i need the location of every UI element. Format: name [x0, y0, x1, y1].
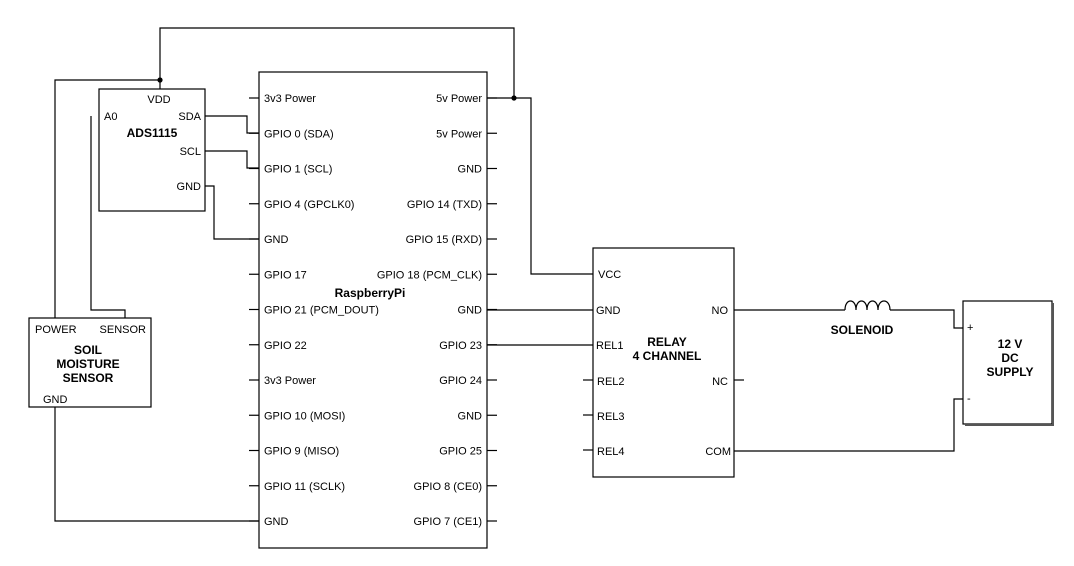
solenoid-block: SOLENOID	[831, 300, 894, 337]
relay-no-label: NO	[712, 305, 729, 317]
pi-right-pin-label: GPIO 18 (PCM_CLK)	[377, 269, 482, 281]
wire-sda	[205, 115, 259, 134]
sensor-title-line-1: SOIL	[74, 343, 102, 357]
ads-a0-label: A0	[104, 111, 117, 123]
relay-gnd-label: GND	[596, 305, 621, 317]
wire-ads-gnd	[205, 185, 259, 240]
ads1115-block: VDD A0 SDA ADS1115 SCL GND	[98, 88, 206, 212]
ads-vdd-label: VDD	[147, 94, 170, 106]
pi-right-pin-label: GPIO 7 (CE1)	[414, 516, 482, 528]
pi-right-pin-label: GND	[458, 164, 483, 176]
supply-title-line-1: 12 V	[998, 337, 1023, 351]
relay-rel3-label: REL3	[597, 411, 625, 423]
pi-right-pin-label: GPIO 23	[439, 340, 482, 352]
wire-solenoid-supply-plus	[890, 309, 963, 329]
supply-minus-label: -	[967, 393, 971, 405]
raspberry-pi-title: RaspberryPi	[335, 286, 406, 300]
ads1115-box	[98, 88, 206, 212]
pi-right-pin-label: GPIO 14 (TXD)	[407, 199, 482, 211]
pi-left-pin-label: GPIO 1 (SCL)	[264, 164, 332, 176]
soil-sensor-block: POWER SENSOR SOIL MOISTURE SENSOR GND	[28, 317, 152, 408]
wire-5v-top-loop	[159, 27, 515, 98]
supply-title-line-3: SUPPLY	[987, 365, 1034, 379]
sensor-gnd-label: GND	[43, 394, 68, 406]
pi-left-pin-label: GPIO 4 (GPCLK0)	[264, 199, 354, 211]
wire-a0-sensor	[90, 116, 126, 318]
ads1115-title: ADS1115	[127, 126, 178, 140]
pi-right-pin-label: GND	[458, 410, 483, 422]
pi-right-pin-label: GND	[458, 305, 483, 317]
raspberry-pi-box	[258, 71, 488, 549]
relay-title-line-1: RELAY	[647, 335, 687, 349]
supply-box	[962, 300, 1053, 425]
relay-block: VCC GND REL1 REL2 REL3 REL4 NO NC COM RE…	[583, 247, 744, 478]
relay-rel2-label: REL2	[597, 376, 625, 388]
supply-block: + - 12 V DC SUPPLY	[962, 300, 1054, 426]
pi-right-pin-label: 5v Power	[436, 128, 482, 140]
junction-dot-vdd	[157, 77, 163, 83]
pi-left-pin-label: GPIO 0 (SDA)	[264, 128, 334, 140]
pi-left-pin-label: GPIO 21 (PCM_DOUT)	[264, 305, 379, 317]
pi-right-pin-label: 5v Power	[436, 93, 482, 105]
pi-left-pin-label: 3v3 Power	[264, 93, 316, 105]
relay-vcc-label: VCC	[598, 269, 621, 281]
sensor-title-line-2: MOISTURE	[56, 357, 119, 371]
sensor-output-label: SENSOR	[100, 324, 147, 336]
ads-scl-label: SCL	[180, 146, 201, 158]
relay-title-line-2: 4 CHANNEL	[633, 349, 702, 363]
ads-gnd-label: GND	[177, 181, 202, 193]
pi-left-pin-label: GPIO 10 (MOSI)	[264, 410, 345, 422]
pi-left-pin-label: GND	[264, 516, 289, 528]
sensor-power-label: POWER	[35, 324, 77, 336]
wire-sensor-gnd	[54, 407, 259, 522]
pi-left-pin-label: GPIO 9 (MISO)	[264, 446, 339, 458]
junction-dot-5v	[511, 95, 517, 101]
supply-title-line-2: DC	[1001, 351, 1019, 365]
wire-5v-relay-vcc	[487, 97, 595, 275]
ads-sda-label: SDA	[178, 111, 201, 123]
wire-com-supply-minus	[734, 398, 963, 452]
solenoid-coil-icon	[844, 300, 891, 311]
pi-right-pin-label: GPIO 8 (CE0)	[414, 481, 482, 493]
relay-rel4-label: REL4	[597, 446, 625, 458]
pi-left-pin-label: GPIO 22	[264, 340, 307, 352]
sensor-title-line-3: SENSOR	[63, 371, 114, 385]
wires	[54, 27, 963, 522]
pi-left-pin-label: GPIO 11 (SCLK)	[264, 481, 345, 493]
solenoid-label: SOLENOID	[831, 323, 894, 337]
pi-left-pin-label: 3v3 Power	[264, 375, 316, 387]
relay-box	[592, 247, 735, 478]
pi-right-pin-label: GPIO 15 (RXD)	[406, 234, 482, 246]
pi-left-pin-label: GPIO 17	[264, 269, 307, 281]
relay-rel1-label: REL1	[596, 340, 624, 352]
relay-com-label: COM	[705, 446, 731, 458]
relay-nc-label: NC	[712, 376, 728, 388]
pi-right-pin-label: GPIO 25	[439, 446, 482, 458]
pi-left-pin-label: GND	[264, 234, 289, 246]
soil-sensor-box	[28, 317, 152, 408]
pi-right-pin-label: GPIO 24	[439, 375, 482, 387]
wire-scl	[205, 150, 259, 169]
supply-plus-label: +	[967, 322, 973, 334]
